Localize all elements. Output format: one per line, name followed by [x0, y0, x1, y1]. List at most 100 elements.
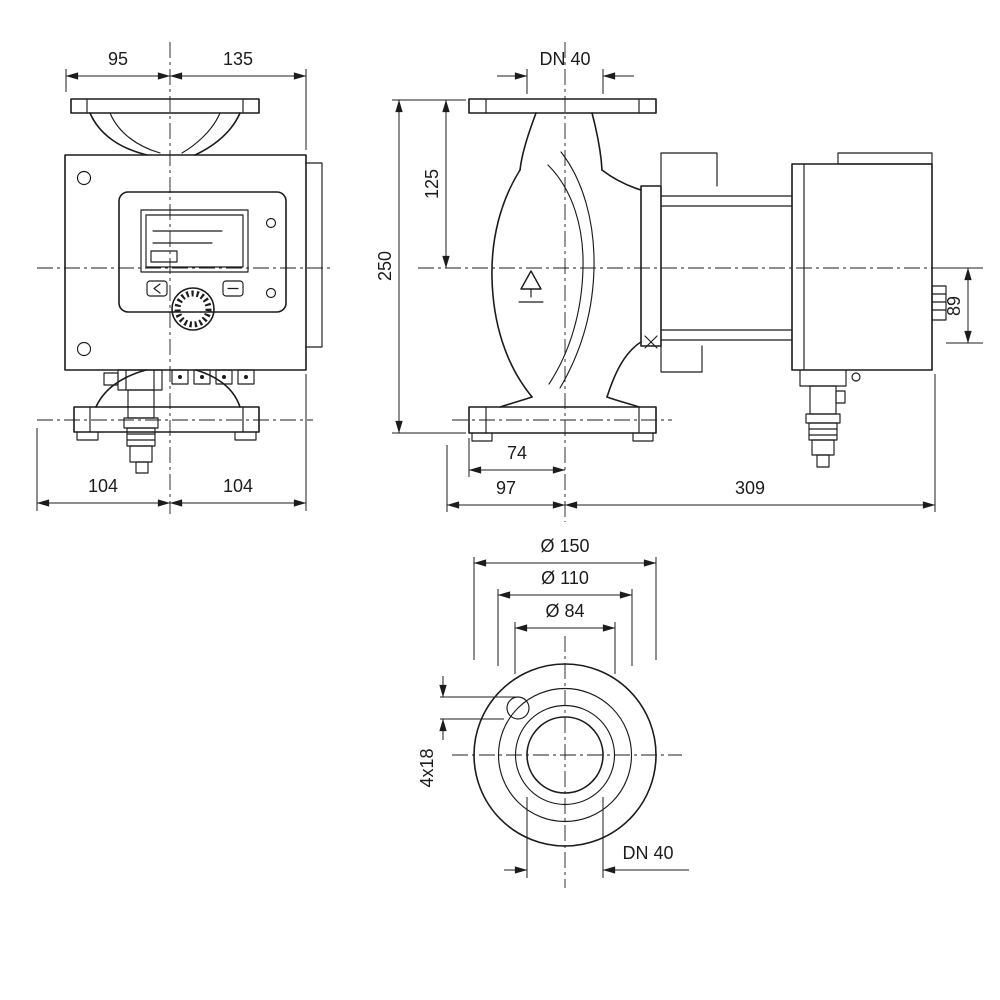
bottom-taper-left-side: [499, 396, 533, 408]
top-flange-slots-side: [485, 98, 640, 114]
motor-lantern: [640, 152, 793, 373]
gland-body: [127, 389, 155, 419]
module-screw-top-right: [265, 217, 277, 229]
dn40-bottom-extension-lines: [526, 797, 604, 878]
menu-button: [222, 280, 244, 297]
knob-knurl-ring: [174, 290, 212, 328]
bottom-flange-plate-side: [468, 406, 657, 434]
dim-label-74: 74: [507, 443, 527, 463]
front-dimensions: 95 135 104 104: [36, 49, 307, 511]
gland-collar: [123, 417, 159, 429]
top-flange-taper-inner-left: [109, 112, 161, 154]
volute-outer-left: [491, 169, 533, 398]
gland-junction-box: [117, 369, 163, 391]
height-extension-lines: [392, 99, 466, 434]
top-flange-side: [468, 98, 657, 171]
motor-flange-plate: [640, 185, 662, 347]
module-screw-bottom-right: [265, 287, 277, 299]
connector-ribs: [931, 293, 947, 311]
top-flange-plate: [70, 98, 260, 114]
dim-label-dn40-top: DN 40: [539, 49, 590, 69]
housing-screw-bottom-left: [76, 341, 92, 357]
bottom-flange-slots-side: [485, 406, 640, 434]
volute-bottom-merge: [606, 341, 642, 398]
flange-dimensions: Ø 150 Ø 110 Ø 84 4x18 DN 40: [417, 536, 689, 878]
bottom-flange-feet: [76, 431, 257, 441]
display-screen: [140, 209, 249, 273]
gland-collar-side: [805, 413, 841, 424]
raised-face-circle: [514, 704, 616, 806]
bottom-taper-right-side: [606, 396, 640, 408]
cable-gland-front: [103, 369, 163, 474]
bottom-flange-plate: [73, 406, 260, 433]
flow-arrow-stem: [518, 288, 544, 303]
bottom-flange-slots: [89, 406, 244, 433]
bottom-flange-feet-side: [471, 432, 654, 442]
bore-circle: [526, 716, 604, 794]
dim-label-250: 250: [375, 251, 395, 281]
tie-rods: [660, 195, 793, 341]
gland-tip-side: [816, 454, 830, 468]
pipe-neck-right: [591, 112, 603, 171]
terminal-blocks-front: [171, 369, 255, 385]
gland-side-nub: [103, 372, 119, 386]
top-flange-taper-right: [194, 112, 241, 156]
dim-label-d84: Ø 84: [545, 601, 584, 621]
front-top-extension-lines: [65, 69, 307, 150]
top-flange-front: [70, 98, 260, 156]
control-module: [118, 191, 287, 331]
front-bottom-extension-lines: [36, 374, 307, 511]
pipe-neck-left: [519, 112, 537, 171]
electronics-module: [791, 152, 947, 371]
bolt-circle: [497, 687, 633, 823]
dim-label-104-left: 104: [88, 476, 118, 496]
volute-inner-contour: [547, 164, 584, 385]
back-button-icon: [153, 283, 161, 294]
dim-label-309: 309: [735, 478, 765, 498]
gland-junction-lines: [125, 369, 155, 391]
bottom-flange-side: [468, 396, 657, 442]
dim-label-104-right: 104: [223, 476, 253, 496]
gland-screw: [851, 372, 861, 382]
gland-tab-side: [835, 390, 846, 404]
flange-cross-mark: [644, 335, 658, 349]
dim-label-dn40-bottom: DN 40: [622, 843, 673, 863]
flange-outer-circle: [473, 663, 657, 847]
dim-label-95: 95: [108, 49, 128, 69]
gland-thread-lines-side: [808, 428, 838, 436]
bolt-hole: [506, 696, 530, 720]
dim-label-125: 125: [422, 169, 442, 199]
top-flange-plate-side: [468, 98, 657, 114]
dim-label-d110: Ø 110: [541, 568, 589, 588]
module-body: [791, 163, 933, 371]
dim-label-97: 97: [496, 478, 516, 498]
lantern-top-bracket: [660, 152, 718, 187]
gland-bracket-side: [799, 369, 847, 387]
bolt-hole-leaders: [440, 696, 516, 720]
control-module-frame: [118, 191, 287, 313]
cable-gland-side: [799, 369, 861, 468]
module-top-step: [837, 152, 933, 165]
dim-label-d150: Ø 150: [540, 536, 589, 556]
side-dimensions: DN 40 250 125 89 74 97 309: [375, 49, 983, 512]
bottom-flange-front: [73, 369, 260, 441]
flange-view: Ø 150 Ø 110 Ø 84 4x18 DN 40: [417, 536, 689, 888]
control-knob: [171, 287, 215, 331]
flow-arrow-head: [520, 270, 542, 290]
display-text-lines: [152, 230, 223, 244]
display-status-box: [150, 250, 178, 263]
gland-body-side: [809, 385, 837, 415]
connector-port: [931, 285, 947, 321]
gland-thread-lines: [126, 433, 156, 441]
front-view: 95 135 104 104: [36, 42, 333, 514]
back-button: [146, 280, 168, 297]
gland-tip: [135, 461, 149, 474]
pump-body-front: [64, 154, 307, 371]
top-flange-taper-inner-right: [181, 112, 221, 154]
top-flange-slots: [86, 98, 244, 114]
top-flange-taper-left: [89, 112, 148, 156]
housing-screw-top-left: [76, 170, 92, 186]
gland-hex-side: [811, 439, 835, 456]
